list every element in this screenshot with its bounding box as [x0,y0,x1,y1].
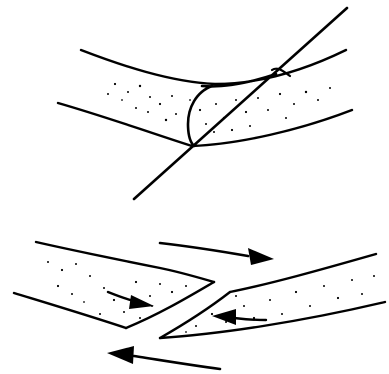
top-panel [58,8,352,199]
arrow-top-head [248,248,274,265]
left-segment-lower-edge [14,293,126,328]
arrow-bottom-shaft [134,356,220,369]
arrow-top-shaft [160,243,248,256]
arrow-left-head [129,295,154,309]
arrow-right-head [212,309,236,325]
right-segment-lower-edge [160,302,385,338]
arrow-right-shaft [234,318,266,320]
band-lower-edge [58,103,352,146]
left-segment-upper-edge [36,242,214,282]
cut-face-left [188,86,212,146]
bottom-stippling [47,261,375,333]
arrow-bottom-head [107,346,134,364]
arrow-left-shaft [108,292,134,301]
bottom-panel [14,242,385,369]
top-stippling [107,83,331,133]
cut-plane-line [134,8,347,199]
band-upper-edge [81,50,346,84]
